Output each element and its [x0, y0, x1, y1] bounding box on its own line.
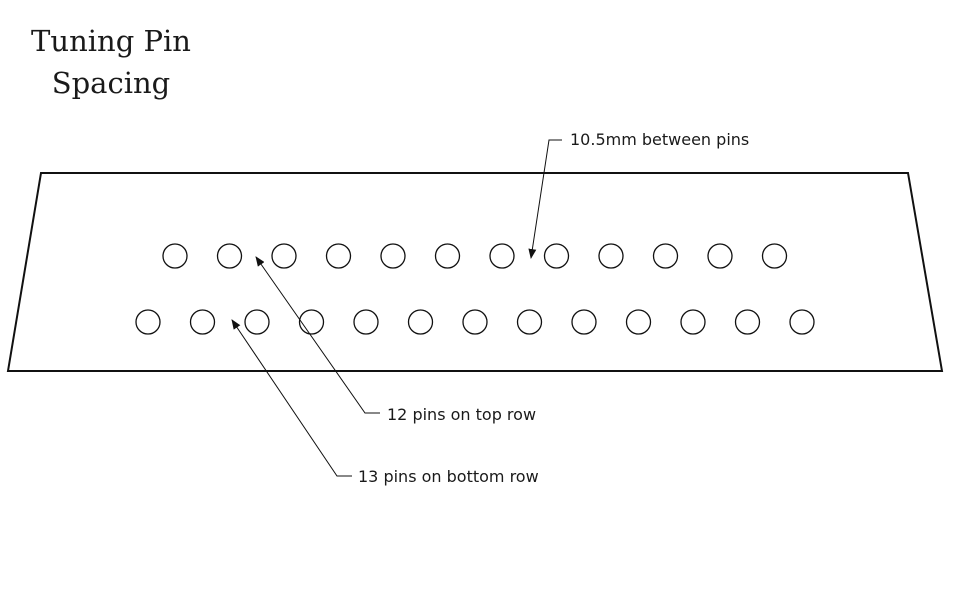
bottom-row-pin [135, 309, 161, 335]
top-row-pin [707, 243, 733, 269]
top-pin-row [162, 243, 788, 269]
bottom-row-pin [298, 309, 325, 335]
bottom-row-pin [353, 309, 379, 335]
top-row-pin [380, 243, 406, 269]
bottom-row-pin [244, 309, 270, 335]
spacing-leader-line [528, 139, 562, 259]
bottom-row-pin [189, 309, 216, 335]
top-row-pin [652, 243, 679, 269]
bottom-row-leader-line [231, 319, 352, 477]
bottom-pin-row [135, 309, 815, 335]
bottom-row-pin [734, 309, 761, 335]
top-row-pin [543, 243, 570, 269]
top-row-pin [216, 243, 243, 269]
bottom-row-pin [516, 309, 543, 335]
bottom-row-pin [625, 309, 652, 335]
bottom-row-pin [571, 309, 597, 335]
top-row-pin [761, 243, 788, 269]
bottom-row-label: 13 pins on bottom row [358, 467, 539, 486]
bottom-row-pin [462, 309, 488, 335]
bottom-row-pin [789, 309, 815, 335]
top-row-label: 12 pins on top row [387, 405, 536, 424]
spacing-label: 10.5mm between pins [570, 130, 749, 149]
top-row-pin [434, 243, 461, 269]
pin-block-outline [6, 172, 944, 372]
top-row-pin [162, 243, 188, 269]
bottom-row-pin [680, 309, 706, 335]
top-row-leader-line [255, 256, 380, 414]
diagram-title-line-1: Tuning Pin [31, 24, 191, 58]
top-row-pin [325, 243, 352, 269]
top-row-pin [271, 243, 297, 269]
diagram-title-line-2: Spacing [51, 66, 171, 100]
top-row-pin [598, 243, 624, 269]
top-row-pin [489, 243, 515, 269]
bottom-row-pin [407, 309, 434, 335]
